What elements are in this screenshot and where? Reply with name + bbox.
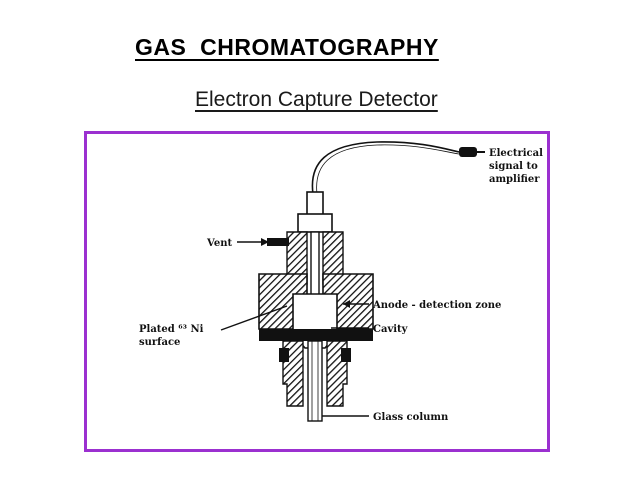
signal-cable (311, 141, 460, 195)
vent-arrowhead (261, 238, 269, 246)
label-electrical: Electrical (489, 148, 543, 159)
slide-title: GAS CHROMATOGRAPHY (135, 34, 439, 60)
lower-nut-left (279, 348, 289, 362)
plated-ni-leader (220, 305, 288, 331)
glass-column (307, 340, 323, 422)
cable-connector (459, 147, 477, 157)
vent-tube (267, 238, 289, 246)
electrode-stem-top (306, 191, 324, 217)
diagram-frame: Electrical signal to amplifier Vent Anod… (84, 131, 550, 452)
label-anode: Anode - detection zone (372, 300, 501, 311)
detector-diagram: Electrical signal to amplifier Vent Anod… (139, 141, 543, 423)
slide-subtitle: Electron Capture Detector (195, 88, 438, 111)
electrode-collar (297, 213, 333, 233)
flange-band (259, 329, 373, 341)
anode-leader-arrow (343, 300, 350, 308)
label-amplifier: amplifier (489, 174, 540, 185)
label-cavity: Cavity (373, 324, 409, 335)
label-surface: surface (139, 337, 180, 348)
label-plated-ni: Plated ⁶³ Ni (139, 324, 204, 335)
label-glass-column: Glass column (373, 412, 449, 423)
lower-nut-right (341, 348, 351, 362)
label-vent: Vent (206, 238, 232, 249)
label-signal-to: signal to (489, 161, 538, 172)
signal-cable-inner (316, 144, 460, 195)
